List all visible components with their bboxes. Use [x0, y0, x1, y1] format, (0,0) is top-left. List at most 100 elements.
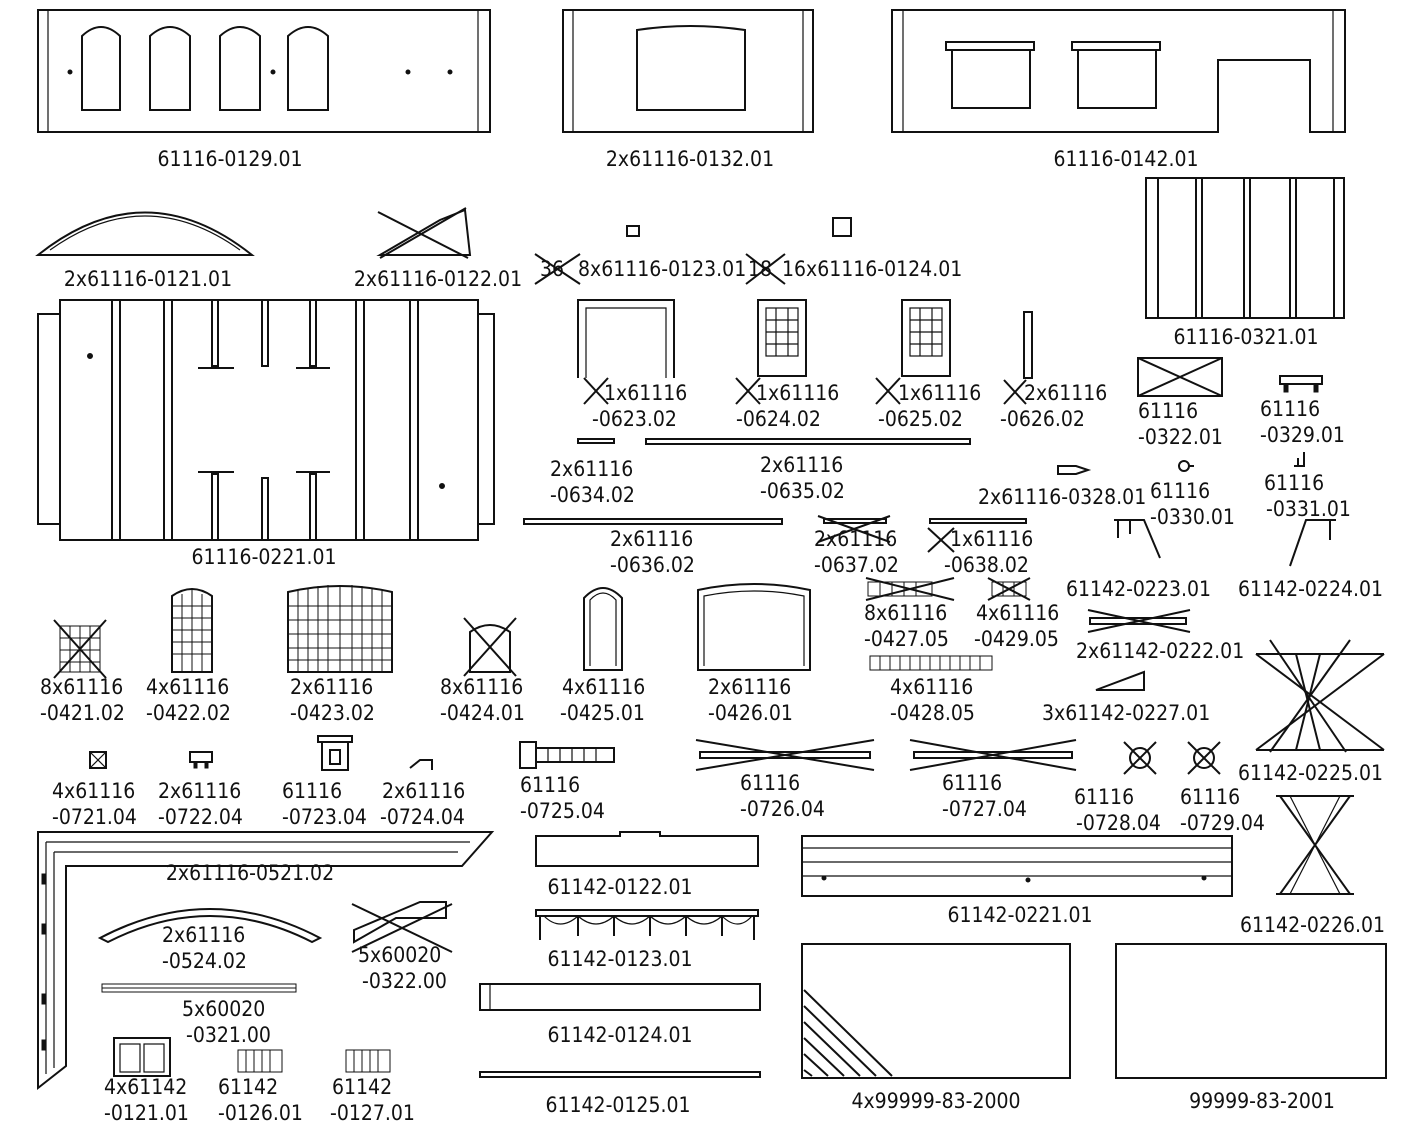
- part-61116-0142: 61116-0142.01: [891, 9, 1346, 171]
- label-0723-a: 61116: [282, 779, 342, 803]
- part-61116-0427: 8x61116 -0427.05: [864, 577, 955, 651]
- label-42-0125: 61142-0125.01: [545, 1093, 690, 1117]
- label-0624-b: -0624.02: [736, 407, 821, 431]
- label-99-2001: 99999-83-2001: [1189, 1089, 1335, 1113]
- label-0724-a: 2x61116: [382, 779, 465, 803]
- part-61142-0226: 61142-0226.01: [1240, 795, 1385, 937]
- label-0729-a: 61116: [1180, 785, 1240, 809]
- label-60-0322-b: -0322.00: [362, 969, 447, 993]
- label-42-0124: 61142-0124.01: [547, 1023, 692, 1047]
- label-0422-a: 4x61116: [146, 675, 229, 699]
- part-61116-0728: 61116 -0728.04: [1074, 741, 1161, 835]
- label-42-0225: 61142-0225.01: [1238, 761, 1383, 785]
- part-61116-0724: 2x61116 -0724.04: [380, 759, 465, 829]
- label-0221: 61116-0221.01: [191, 545, 336, 569]
- part-61116-0634: 2x61116 -0634.02: [550, 438, 635, 507]
- part-60020-0322: 5x60020 -0322.00: [351, 901, 453, 993]
- part-61116-0726: 61116 -0726.04: [695, 739, 875, 821]
- label-0637-b: -0637.02: [814, 553, 899, 577]
- label-0329-a: 61116: [1260, 397, 1320, 421]
- label-99-2000: 4x99999-83-2000: [851, 1089, 1020, 1113]
- label-0429-a: 4x61116: [976, 601, 1059, 625]
- part-61116-0121: 2x61116-0121.01: [35, 211, 255, 291]
- part-61116-0625: 1x61116 -0625.02: [875, 299, 981, 431]
- part-99999-83-2001: 99999-83-2001: [1115, 943, 1387, 1113]
- label-0129: 61116-0129.01: [157, 147, 302, 171]
- label-0331-a: 61116: [1264, 471, 1324, 495]
- label-42-0221: 61142-0221.01: [947, 903, 1092, 927]
- label-0424-b: -0424.01: [440, 701, 525, 725]
- label-0726-a: 61116: [740, 771, 800, 795]
- part-61116-0129: 61116-0129.01: [37, 9, 491, 171]
- label-0634-b: -0634.02: [550, 483, 635, 507]
- part-99999-83-2000: 4x99999-83-2000: [801, 943, 1071, 1113]
- label-42-0226: 61142-0226.01: [1240, 913, 1385, 937]
- part-61142-0124: 61142-0124.01: [479, 983, 761, 1047]
- label-0132: 2x61116-0132.01: [606, 147, 774, 171]
- label-0122: 2x61116-0122.01: [354, 267, 522, 291]
- part-61116-0424: 8x61116 -0424.01: [440, 617, 525, 725]
- label-0625-a: 1x61116: [898, 381, 981, 405]
- label-0635-b: -0635.02: [760, 479, 845, 503]
- part-61116-0330: 61116 -0330.01: [1150, 460, 1235, 529]
- label-0724-b: -0724.04: [380, 805, 465, 829]
- label-0421-a: 8x61116: [40, 675, 123, 699]
- part-61116-0123: 36 8x61116-0123.01: [534, 225, 746, 285]
- label-0722-b: -0722.04: [158, 805, 243, 829]
- label-0635-a: 2x61116: [760, 453, 843, 477]
- part-61116-0429: 4x61116 -0429.05: [974, 577, 1059, 651]
- part-61142-0223: 61142-0223.01: [1066, 519, 1211, 601]
- label-0121: 2x61116-0121.01: [64, 267, 232, 291]
- part-61116-0626: 2x61116 -0626.02: [1000, 311, 1107, 431]
- part-61116-0636: 2x61116 -0636.02: [523, 518, 783, 577]
- label-0721-b: -0721.04: [52, 805, 137, 829]
- part-61116-0122: 2x61116-0122.01: [354, 207, 522, 291]
- part-61116-0331: 61116 -0331.01: [1264, 452, 1351, 521]
- label-0425-b: -0425.01: [560, 701, 645, 725]
- part-61116-0725: 61116 -0725.04: [519, 741, 615, 823]
- label-0623-a: 1x61116: [604, 381, 687, 405]
- part-61116-0423: 2x61116 -0423.02: [287, 585, 393, 725]
- label-42-0127-a: 61142: [332, 1075, 392, 1099]
- label-60-0321-a: 5x60020: [182, 997, 265, 1021]
- part-61116-0428: 4x61116 -0428.05: [869, 655, 993, 725]
- part-61116-0124: 18 16x61116-0124.01: [745, 217, 962, 285]
- label-0328: 2x61116-0328.01: [978, 485, 1146, 509]
- part-61116-0422: 4x61116 -0422.02: [146, 588, 231, 725]
- part-61116-0524: 2x61116 -0524.02: [97, 908, 323, 973]
- part-61116-0321: 61116-0321.01: [1145, 177, 1345, 349]
- label-42-0126-a: 61142: [218, 1075, 278, 1099]
- label-42-0126-b: -0126.01: [218, 1101, 303, 1125]
- label-42-0123: 61142-0123.01: [547, 947, 692, 971]
- part-61142-0126: 61142 -0126.01: [218, 1049, 303, 1125]
- part-61142-0127: 61142 -0127.01: [330, 1049, 415, 1125]
- part-61116-0635: 2x61116 -0635.02: [645, 438, 971, 503]
- part-61116-0722: 2x61116 -0722.04: [158, 751, 243, 829]
- label-0721-a: 4x61116: [52, 779, 135, 803]
- label-0521: 2x61116-0521.02: [166, 861, 334, 885]
- label-0638-a: 1x61116: [950, 527, 1033, 551]
- label-0728-b: -0728.04: [1076, 811, 1161, 835]
- label-0726-b: -0726.04: [740, 797, 825, 821]
- label-60-0322-a: 5x60020: [358, 943, 441, 967]
- label-0428-b: -0428.05: [890, 701, 975, 725]
- part-61116-0132: 2x61116-0132.01: [562, 9, 814, 171]
- part-61142-0125: 61142-0125.01: [479, 1071, 761, 1117]
- label-0626-b: -0626.02: [1000, 407, 1085, 431]
- part-61116-0727: 61116 -0727.04: [909, 739, 1077, 821]
- part-61116-0637: 2x61116 -0637.02: [814, 515, 899, 577]
- label-0723-b: -0723.04: [282, 805, 367, 829]
- label-0623-b: -0623.02: [592, 407, 677, 431]
- label-0321: 61116-0321.01: [1173, 325, 1318, 349]
- part-61116-0328: 2x61116-0328.01: [978, 465, 1146, 509]
- part-61142-0221: 61142-0221.01: [801, 835, 1233, 927]
- label-42-0121-a: 4x61142: [104, 1075, 187, 1099]
- label-0330-b: -0330.01: [1150, 505, 1235, 529]
- label-0427-b: -0427.05: [864, 627, 949, 651]
- label-0728-a: 61116: [1074, 785, 1134, 809]
- part-61142-0222: 2x61142-0222.01: [1076, 609, 1244, 663]
- part-61116-0638: 1x61116 -0638.02: [927, 518, 1033, 577]
- label-42-0127-b: -0127.01: [330, 1101, 415, 1125]
- label-0727-b: -0727.04: [942, 797, 1027, 821]
- label-0331-b: -0331.01: [1266, 497, 1351, 521]
